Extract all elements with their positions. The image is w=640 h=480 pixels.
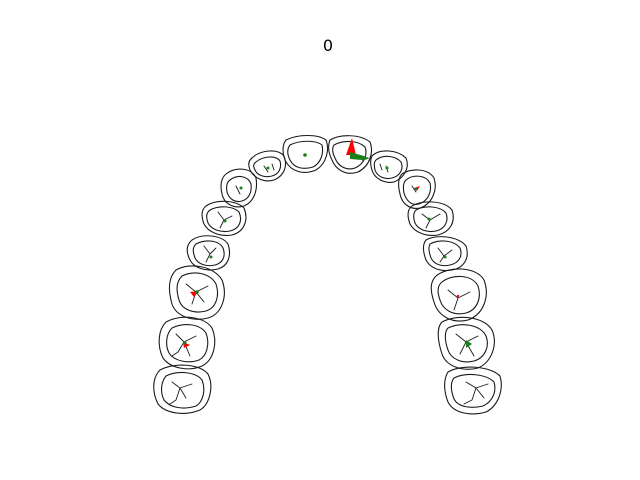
tooth-right-canine xyxy=(398,169,436,209)
tooth-left-premolar-2 xyxy=(168,265,225,320)
tooth-right-molar-1 xyxy=(437,316,495,370)
tooth-left-lateral-incisor xyxy=(248,150,287,182)
tooth-right-premolar-2 xyxy=(430,268,487,322)
tooth-left-premolar-1 xyxy=(186,235,231,271)
vector-arrow-red xyxy=(346,138,356,155)
tooth-right-central-incisor xyxy=(328,135,373,174)
vector-arrow-green xyxy=(466,340,472,348)
tooth-right-premolar-0 xyxy=(407,201,454,236)
tooth-left-molar-1 xyxy=(158,316,216,370)
tooth-right-lateral-incisor xyxy=(369,150,408,183)
tooth-right-premolar-1 xyxy=(422,236,468,272)
tooth-left-molar-2 xyxy=(153,364,212,414)
tooth-left-canine xyxy=(220,168,258,208)
tooth-left-premolar-0 xyxy=(201,200,247,236)
frame-number-label: 0 xyxy=(322,36,334,55)
tooth-left-central-incisor xyxy=(282,134,329,173)
tooth-right-molar-2 xyxy=(444,366,502,415)
